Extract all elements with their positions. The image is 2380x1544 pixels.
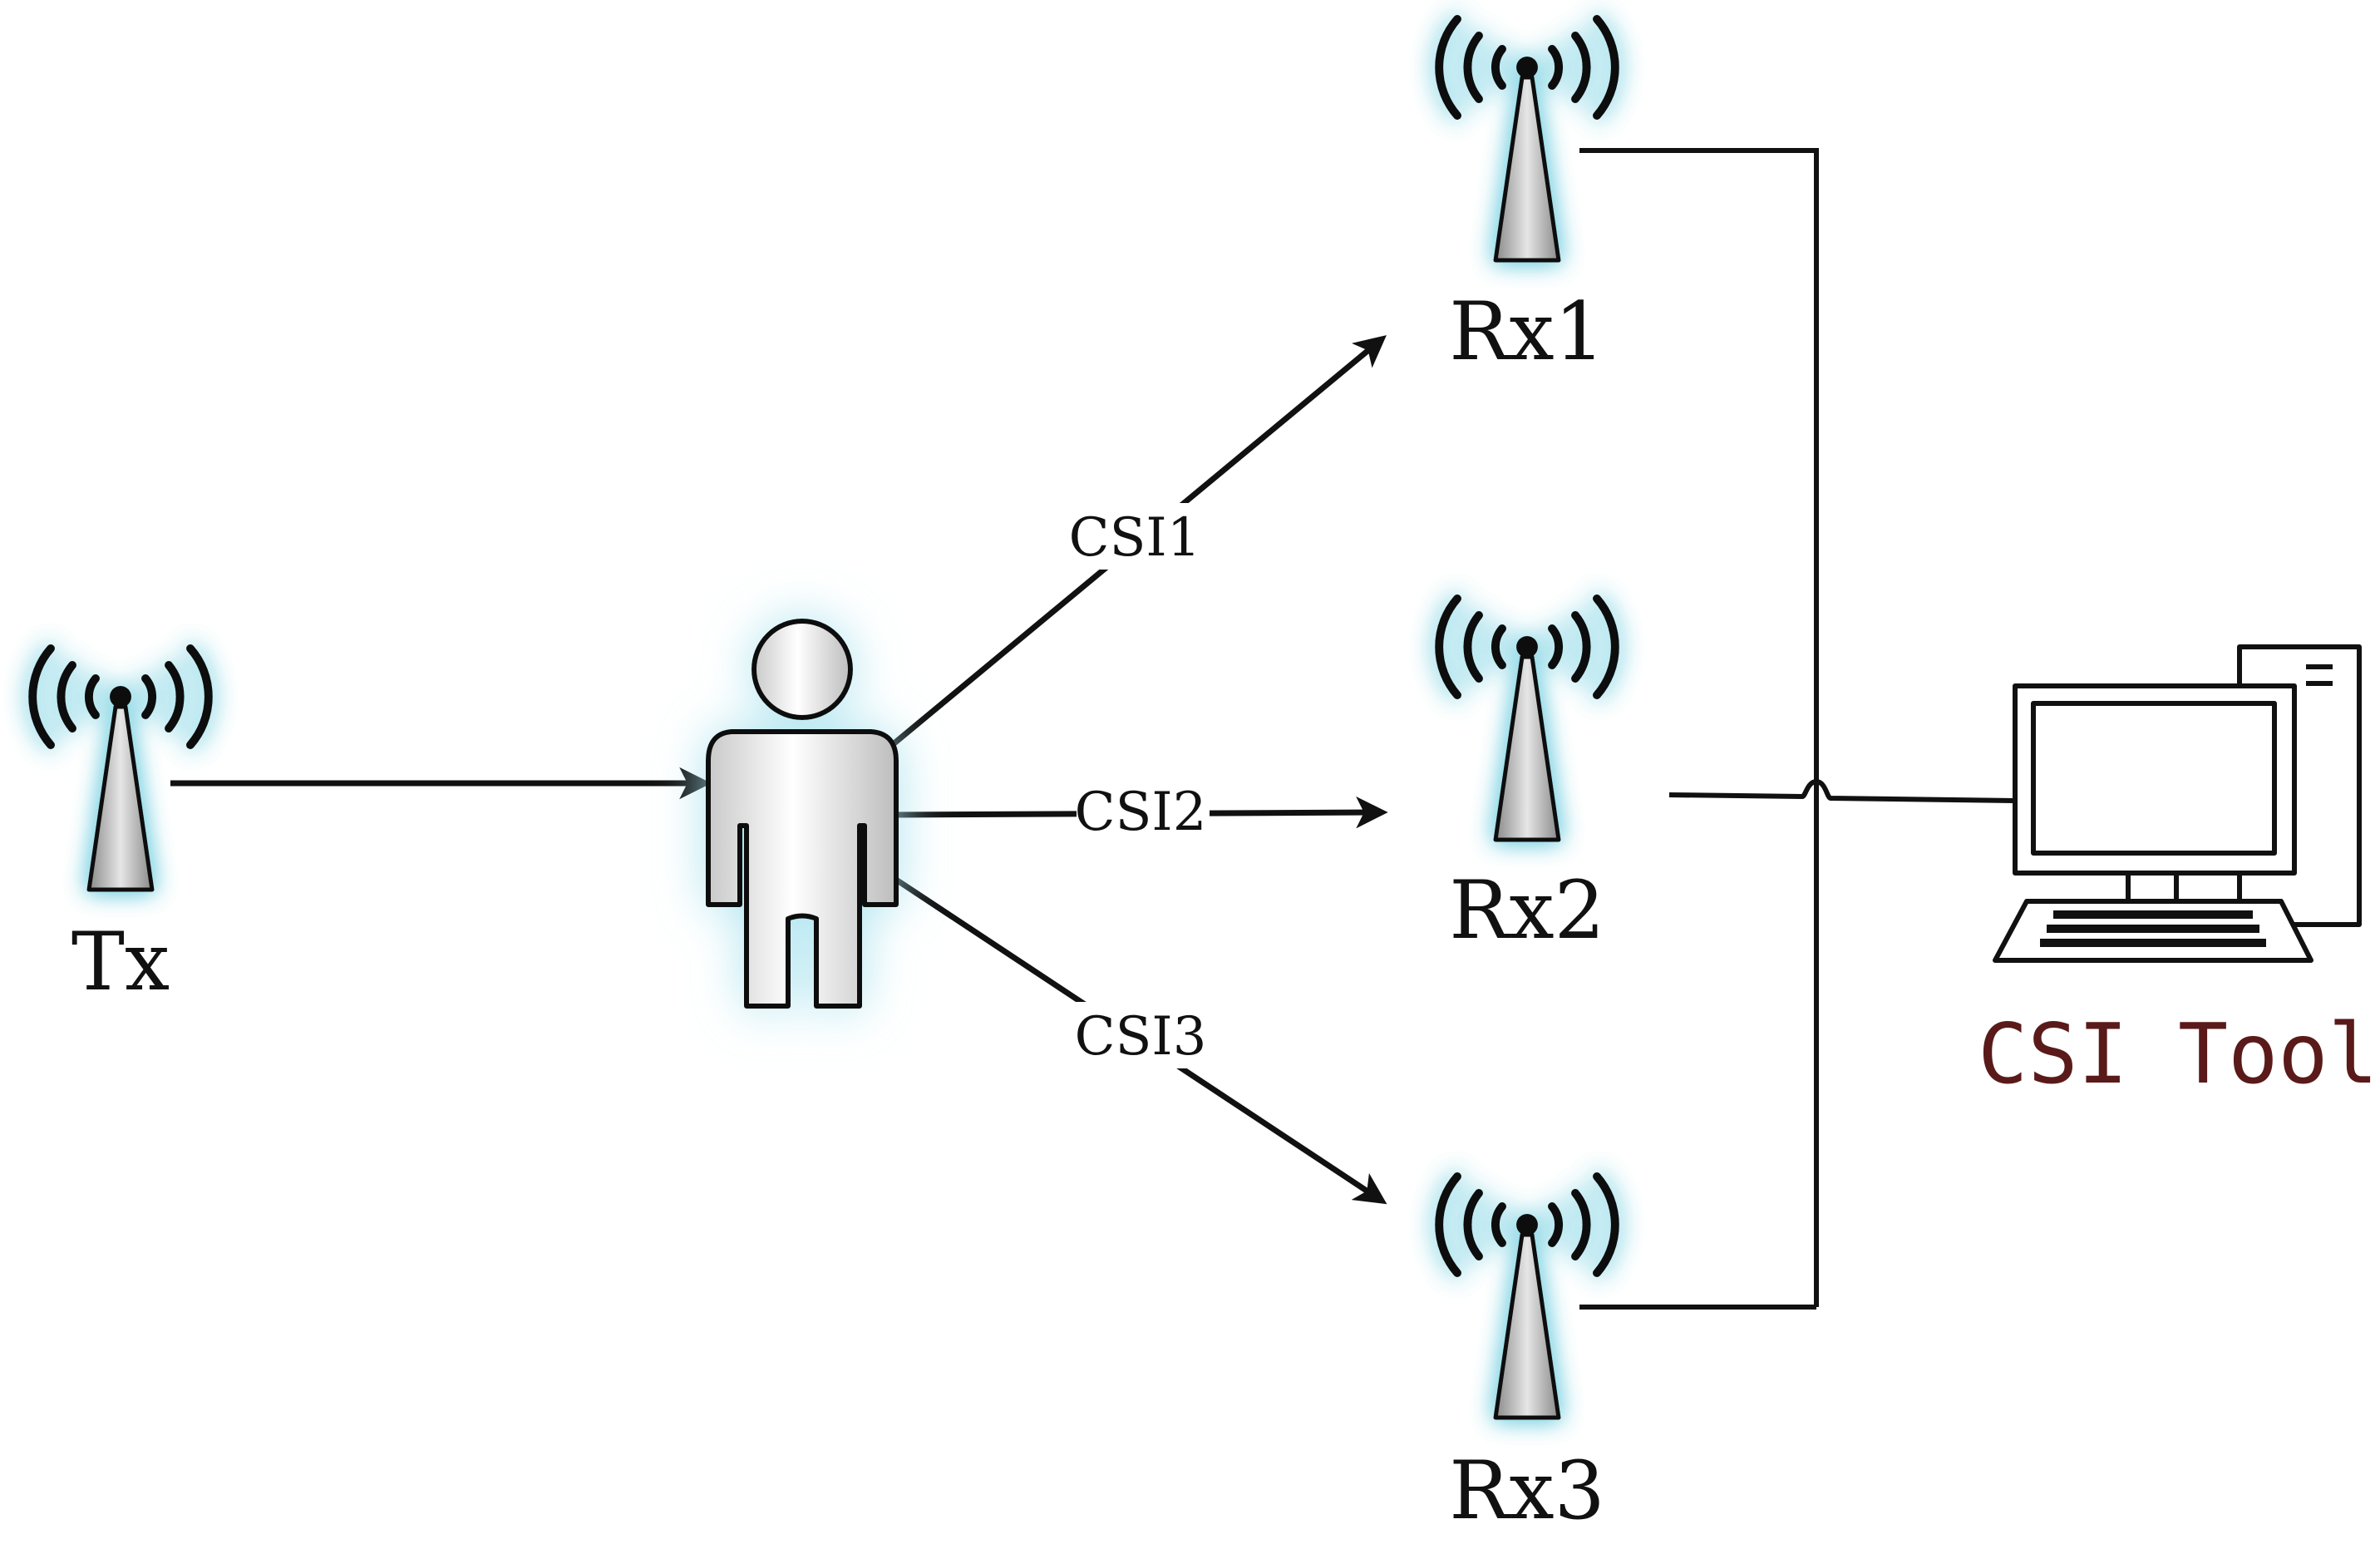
tx-label: Tx: [71, 915, 170, 1009]
keyboard-keys: [2040, 910, 2266, 947]
antenna-icon: [28, 644, 213, 892]
wire-rx1: [1579, 148, 1819, 1307]
csi2-label: CSI2: [1075, 782, 1207, 843]
antenna-icon: [1435, 1172, 1619, 1420]
rx3-antenna: [1435, 1172, 1619, 1420]
rx1-antenna: [1435, 15, 1619, 263]
desktop-computer: [1993, 644, 2362, 963]
csi1-label: CSI1: [1069, 507, 1201, 569]
csi3-label: CSI3: [1075, 1006, 1207, 1068]
rx3-label: Rx3: [1449, 1444, 1605, 1537]
rx2-label: Rx2: [1449, 864, 1605, 957]
tx-antenna: [28, 644, 213, 892]
edge-label-csi2: CSI2: [1075, 782, 1210, 848]
person-icon: [706, 619, 899, 1009]
edge-label-csi1: CSI1: [1068, 503, 1201, 570]
wire-rx2-computer: [1668, 778, 2016, 803]
person: [706, 619, 899, 1009]
antenna-icon: [1435, 15, 1619, 263]
csi-tool-label: CSI Tool: [1978, 1005, 2378, 1103]
edge-label-csi3: CSI3: [1072, 1002, 1210, 1068]
antenna-icon: [1435, 594, 1619, 842]
rx1-label: Rx1: [1449, 285, 1605, 378]
rx2-antenna: [1435, 594, 1619, 842]
